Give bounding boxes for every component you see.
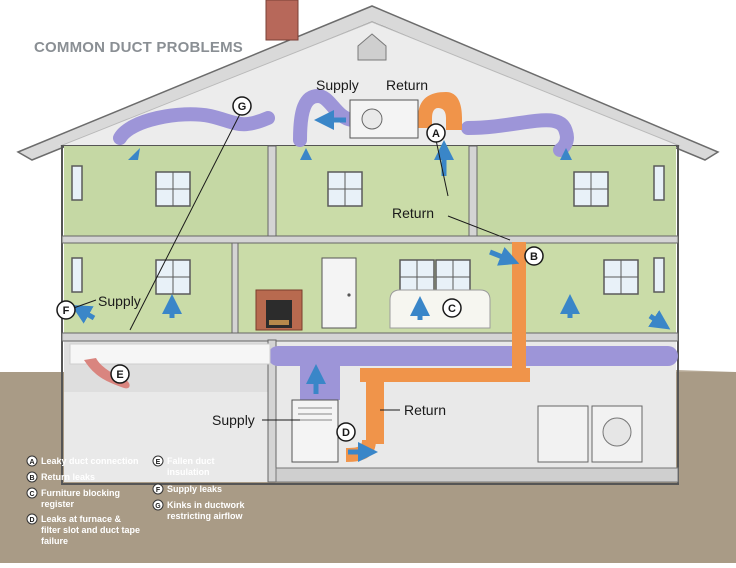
basement-floor: [275, 467, 679, 483]
legend-item-g: G Kinks in ductwork restricting airflow: [152, 499, 246, 521]
roof-rafters: [59, 21, 681, 147]
marker-f: F: [56, 300, 76, 320]
svg-text:Furniture blocking: Furniture blocking: [41, 488, 120, 498]
fireplace-log: [269, 320, 289, 325]
door-knob: [347, 293, 351, 297]
legend: A Leaky duct connection B Return leaks C…: [26, 455, 246, 546]
svg-text:E: E: [156, 459, 161, 466]
svg-text:Leaks at furnace &: Leaks at furnace &: [41, 514, 122, 524]
register-arrows: [128, 148, 572, 160]
svg-text:insulation: insulation: [167, 467, 210, 477]
label-return-mid: Return: [392, 205, 434, 221]
legend-item-d: D Leaks at furnace & filter slot and duc…: [26, 513, 140, 546]
chimney: [265, 0, 299, 41]
svg-text:C: C: [448, 303, 456, 315]
svg-text:G: G: [238, 101, 247, 113]
svg-text:filter slot and duct tape: filter slot and duct tape: [41, 525, 140, 535]
air-handler-fan: [361, 108, 383, 130]
leader-lines: [67, 113, 511, 421]
page-title: COMMON DUCT PROBLEMS: [34, 39, 243, 56]
legend-item-a: A Leaky duct connection: [26, 455, 139, 467]
dryer: [591, 405, 643, 463]
label-supply-attic: Supply: [316, 77, 359, 93]
svg-text:G: G: [155, 503, 161, 510]
sofa: [389, 289, 491, 329]
marker-a: A: [426, 123, 446, 143]
svg-text:A: A: [432, 128, 440, 140]
legend-item-c: C Furniture blocking register: [26, 487, 120, 509]
marker-b: B: [524, 246, 544, 266]
svg-text:D: D: [29, 517, 34, 524]
svg-text:failure: failure: [41, 536, 68, 546]
supply-trunk-basement: [300, 354, 340, 400]
label-supply-basement: Supply: [212, 412, 255, 428]
washer: [537, 405, 589, 463]
roof: [16, 5, 720, 161]
label-return-basement: Return: [404, 402, 446, 418]
legend-item-e: E Fallen duct insulation: [152, 455, 215, 477]
attic-vent-icon: [357, 33, 387, 61]
legend-item-f: F Supply leaks: [152, 483, 222, 495]
svg-text:register: register: [41, 499, 75, 509]
marker-d: D: [336, 422, 356, 442]
furnace-vents: [298, 407, 332, 421]
svg-text:Return leaks: Return leaks: [41, 472, 95, 482]
svg-text:F: F: [156, 487, 161, 494]
window-muntins: [156, 172, 638, 294]
air-handler: [349, 99, 419, 139]
furnace: [291, 399, 339, 463]
door: [321, 257, 357, 329]
crawlspace-insulation: [69, 343, 271, 365]
svg-text:D: D: [342, 427, 350, 439]
svg-text:Supply leaks: Supply leaks: [167, 484, 222, 494]
label-return-attic: Return: [386, 77, 428, 93]
room-upper-middle: [276, 146, 470, 236]
airflow-arrows: [71, 110, 671, 462]
svg-text:C: C: [29, 491, 34, 498]
svg-text:B: B: [530, 251, 538, 263]
svg-text:E: E: [116, 369, 123, 381]
svg-text:F: F: [63, 305, 70, 317]
marker-c: C: [442, 298, 462, 318]
marker-g: G: [232, 96, 252, 116]
svg-text:restricting airflow: restricting airflow: [167, 511, 244, 521]
svg-text:A: A: [29, 459, 34, 466]
dryer-door: [602, 417, 632, 447]
marker-e: E: [110, 364, 130, 384]
svg-text:Fallen duct: Fallen duct: [167, 456, 215, 466]
label-supply-left: Supply: [98, 293, 141, 309]
svg-text:Kinks in ductwork: Kinks in ductwork: [167, 500, 246, 510]
legend-item-b: B Return leaks: [26, 471, 95, 483]
svg-text:B: B: [29, 475, 34, 482]
supply-ducts: [113, 88, 678, 366]
floor-slabs: [61, 145, 679, 483]
svg-text:Leaky duct connection: Leaky duct connection: [41, 456, 139, 466]
